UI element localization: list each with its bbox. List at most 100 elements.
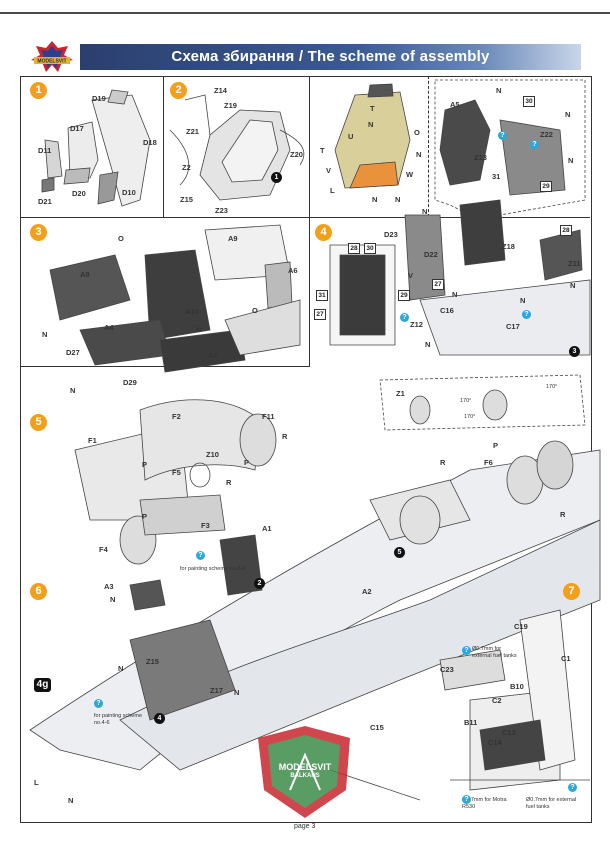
paint-code: N bbox=[520, 296, 526, 305]
part-label: F3 bbox=[201, 521, 210, 530]
decal-box: 28 bbox=[348, 243, 360, 254]
info-icon: ? bbox=[498, 131, 507, 140]
part-label: Z15 bbox=[146, 657, 159, 666]
paint-code: O bbox=[252, 306, 258, 315]
part-label: Z23 bbox=[215, 206, 228, 215]
paint-code: N bbox=[422, 207, 428, 216]
divider bbox=[428, 76, 430, 217]
step-ref-badge: 1 bbox=[271, 172, 282, 183]
decal-box: 29 bbox=[540, 181, 552, 192]
paint-code: N bbox=[395, 195, 401, 204]
part-label: Z19 bbox=[224, 101, 237, 110]
paint-code: N bbox=[68, 796, 74, 805]
paint-code: P bbox=[244, 458, 250, 467]
part-label: C15 bbox=[370, 723, 384, 732]
step-4-marker: 4 bbox=[315, 224, 332, 241]
paint-code: N bbox=[372, 195, 378, 204]
divider bbox=[20, 217, 310, 218]
page-number: page 3 bbox=[294, 823, 316, 830]
drill-note: Ø0.7mm for external fuel tanks bbox=[472, 646, 517, 659]
paint-code: N bbox=[42, 330, 48, 339]
part-label: Z20 bbox=[290, 150, 303, 159]
decal-box: 27 bbox=[432, 279, 444, 290]
info-icon: ? bbox=[462, 795, 471, 804]
part-label: C2 bbox=[492, 696, 502, 705]
divider bbox=[163, 76, 164, 217]
paint-code: N bbox=[196, 325, 202, 334]
paint-code: L bbox=[34, 778, 39, 787]
step-1-marker: 1 bbox=[30, 82, 47, 99]
part-label: D29 bbox=[123, 378, 137, 387]
part-label: A9 bbox=[228, 234, 238, 243]
part-label: Z21 bbox=[186, 127, 199, 136]
paint-code: P bbox=[493, 441, 499, 450]
watermark-logo bbox=[258, 726, 350, 818]
paint-code: R bbox=[560, 510, 566, 519]
paint-code: L bbox=[330, 186, 335, 195]
page-title: Схема збирання / The scheme of assembly bbox=[171, 48, 490, 65]
paint-code: N bbox=[425, 340, 431, 349]
part-label: D18 bbox=[143, 138, 157, 147]
page-header: MODELSVIT Схема збирання / The scheme of… bbox=[28, 40, 581, 72]
decal-box: 31 bbox=[316, 290, 328, 301]
part-label: D21 bbox=[38, 197, 52, 206]
part-label: C23 bbox=[440, 665, 454, 674]
paint-code: R bbox=[226, 478, 232, 487]
paint-code: N bbox=[234, 688, 240, 697]
part-label: D19 bbox=[92, 94, 106, 103]
step-5-marker: 5 bbox=[30, 414, 47, 431]
step-ref-badge: 5 bbox=[394, 547, 405, 558]
part-label: B10 bbox=[510, 682, 524, 691]
paint-code: T bbox=[320, 146, 325, 155]
part-label: Z11 bbox=[568, 259, 581, 268]
info-icon: ? bbox=[462, 646, 471, 655]
painting-note: for painting scheme no.4-6 bbox=[94, 713, 142, 726]
part-label: C16 bbox=[440, 306, 454, 315]
part-label: C19 bbox=[514, 622, 528, 631]
paint-code: N bbox=[118, 664, 124, 673]
paint-code: T bbox=[370, 104, 375, 113]
paint-code: U bbox=[348, 132, 354, 141]
paint-code: N bbox=[368, 120, 374, 129]
paint-code: P bbox=[142, 460, 148, 469]
part-label: Z22 bbox=[540, 130, 553, 139]
part-label: D10 bbox=[122, 188, 136, 197]
top-divider bbox=[0, 12, 610, 14]
step-ref-badge: 4 bbox=[154, 713, 165, 724]
paint-code: O bbox=[118, 234, 124, 243]
paint-code: P bbox=[142, 512, 148, 521]
part-label: A5 bbox=[450, 100, 460, 109]
paint-code: N bbox=[568, 156, 574, 165]
part-label: C17 bbox=[506, 322, 520, 331]
part-label: C1 bbox=[561, 654, 571, 663]
part-label: A8 bbox=[80, 270, 90, 279]
part-label: F11 bbox=[262, 412, 275, 421]
info-icon: ? bbox=[400, 313, 409, 322]
part-label: A4 bbox=[104, 323, 114, 332]
paint-code: V bbox=[408, 271, 414, 280]
part-label: C14 bbox=[488, 738, 502, 747]
part-label: A1 bbox=[262, 524, 272, 533]
step-7-marker: 7 bbox=[563, 583, 580, 600]
part-label: F2 bbox=[172, 412, 181, 421]
paint-code: N bbox=[570, 281, 576, 290]
info-icon: ? bbox=[568, 783, 577, 792]
paint-code: W bbox=[406, 170, 414, 179]
paint-code: N bbox=[496, 86, 502, 95]
step-6-marker: 6 bbox=[30, 583, 47, 600]
paint-code: N bbox=[110, 595, 116, 604]
paint-code: O bbox=[414, 128, 420, 137]
part-label: D17 bbox=[70, 124, 84, 133]
decal-box: 28 bbox=[560, 225, 572, 236]
painting-note: for painting scheme no.2-6 bbox=[180, 566, 246, 572]
header-bar: Схема збирання / The scheme of assembly bbox=[80, 44, 581, 70]
paint-code: V bbox=[326, 166, 332, 175]
drill-note: Ø0.7mm for Motra R530 bbox=[462, 797, 507, 810]
info-icon: ? bbox=[522, 310, 531, 319]
step-ref-badge: 3 bbox=[569, 346, 580, 357]
step-2-marker: 2 bbox=[170, 82, 187, 99]
part-label: F1 bbox=[88, 436, 97, 445]
divider bbox=[309, 76, 310, 366]
